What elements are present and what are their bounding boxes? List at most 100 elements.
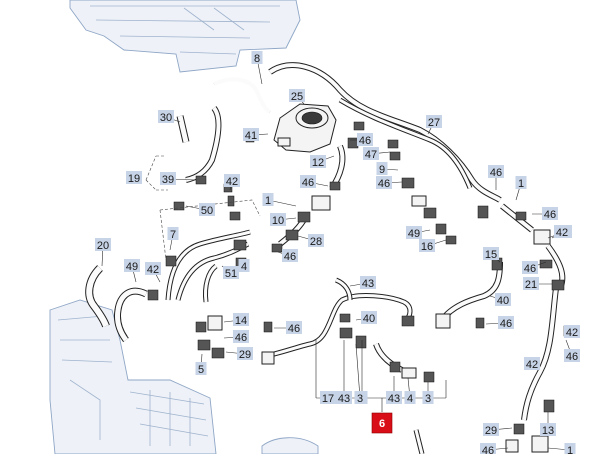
part-label-bg <box>480 443 496 454</box>
part-label-bg <box>376 162 388 175</box>
part-number-label[interactable]: 5 <box>198 364 204 376</box>
part-label-bg <box>554 225 570 238</box>
part-label-bg <box>419 239 435 252</box>
part-label-bg <box>542 207 558 220</box>
part-number-label[interactable]: 50 <box>201 205 213 217</box>
part-number-label[interactable]: 17 <box>322 393 334 405</box>
part-number-label[interactable]: 41 <box>245 130 257 142</box>
part-number-label[interactable]: 19 <box>128 173 140 185</box>
part-label-bg <box>243 128 259 141</box>
part-label-bg <box>523 277 539 290</box>
part-label-bg <box>564 349 580 362</box>
part-label-bg <box>282 249 298 262</box>
part-number-label[interactable]: 46 <box>490 167 502 179</box>
part-label-bg <box>354 391 366 404</box>
part-label-bg <box>564 443 576 454</box>
part-number-label[interactable]: 4 <box>407 393 413 405</box>
part-number-label[interactable]: 10 <box>272 215 284 227</box>
part-number-label[interactable]: 46 <box>500 318 512 330</box>
part-number-label[interactable]: 7 <box>170 229 176 241</box>
part-label-bg <box>320 391 336 404</box>
part-number-label[interactable]: 21 <box>525 279 537 291</box>
part-number-label[interactable]: 43 <box>338 393 350 405</box>
part-label-bg <box>357 133 373 146</box>
part-number-label[interactable]: 51 <box>225 268 237 280</box>
part-number-label[interactable]: 47 <box>365 149 377 161</box>
part-number-label[interactable]: 39 <box>162 174 174 186</box>
part-number-label[interactable]: 46 <box>288 323 300 335</box>
part-number-label[interactable]: 4 <box>241 261 247 273</box>
part-number-label[interactable]: 46 <box>566 351 578 363</box>
part-label-bg <box>286 321 302 334</box>
part-number-label[interactable]: 49 <box>126 261 138 273</box>
part-number-label[interactable]: 29 <box>485 425 497 437</box>
part-label-bg <box>238 259 250 272</box>
part-number-label[interactable]: 46 <box>524 263 536 275</box>
part-number-label[interactable]: 43 <box>362 278 374 290</box>
part-label-bg <box>262 193 274 206</box>
part-number-label[interactable]: 3 <box>425 393 431 405</box>
part-number-label[interactable]: 27 <box>428 117 440 129</box>
part-label-bg <box>522 261 538 274</box>
part-label-bg <box>126 171 142 184</box>
part-number-label[interactable]: 46 <box>359 135 371 147</box>
part-number-label[interactable]: 9 <box>379 164 385 176</box>
grouping-lines <box>145 155 447 412</box>
part-label-bg <box>95 238 111 251</box>
part-label-bg <box>195 362 207 375</box>
part-number-label[interactable]: 40 <box>363 313 375 325</box>
part-label-bg <box>406 226 422 239</box>
part-number-label[interactable]: 43 <box>388 393 400 405</box>
part-number-label[interactable]: 46 <box>544 209 556 221</box>
part-number-label[interactable]: 1 <box>567 445 573 454</box>
part-number-label[interactable]: 42 <box>526 359 538 371</box>
part-number-label[interactable]: 29 <box>239 349 251 361</box>
part-number-label[interactable]: 16 <box>421 241 433 253</box>
part-number-label[interactable]: 30 <box>160 112 172 124</box>
part-label-bg <box>233 313 249 326</box>
part-number-label[interactable]: 42 <box>147 264 159 276</box>
part-number-label[interactable]: 3 <box>357 393 363 405</box>
part-label-bg <box>564 325 580 338</box>
part-label-bg <box>199 203 215 216</box>
part-number-label[interactable]: 46 <box>302 177 314 189</box>
part-number-label[interactable]: 28 <box>310 236 322 248</box>
part-number-label[interactable]: 42 <box>556 227 568 239</box>
part-number-label[interactable]: 14 <box>235 315 247 327</box>
highlighted-part-badge[interactable] <box>371 412 393 434</box>
part-label-bg <box>237 347 253 360</box>
part-number-label[interactable]: 15 <box>485 249 497 261</box>
part-number-label[interactable]: 42 <box>226 176 238 188</box>
part-label-bg <box>224 174 240 187</box>
oil-pan <box>49 299 217 454</box>
highlighted-part-number[interactable]: 6 <box>379 418 385 430</box>
part-number-label[interactable]: 1 <box>518 178 524 190</box>
part-label-bg <box>308 234 324 247</box>
part-label-bg <box>498 316 514 329</box>
part-number-label[interactable]: 46 <box>482 445 494 454</box>
part-number-label[interactable]: 46 <box>378 178 390 190</box>
part-number-label[interactable]: 25 <box>291 91 303 103</box>
part-number-label[interactable]: 46 <box>235 332 247 344</box>
part-label-bg <box>167 227 179 240</box>
part-label-bg <box>160 172 176 185</box>
part-number-label[interactable]: 12 <box>312 157 324 169</box>
part-label-bg <box>251 51 263 64</box>
part-label-bg <box>124 259 140 272</box>
part-number-label[interactable]: 1 <box>265 195 271 207</box>
part-label-bg <box>515 176 527 189</box>
part-number-label[interactable]: 42 <box>566 327 578 339</box>
part-number-label[interactable]: 46 <box>284 251 296 263</box>
part-number-label[interactable]: 13 <box>542 425 554 437</box>
part-number-label[interactable]: 40 <box>497 295 509 307</box>
part-label-bg <box>426 115 442 128</box>
part-label-bg <box>360 276 376 289</box>
part-number-label[interactable]: 49 <box>408 228 420 240</box>
part-label-bg <box>363 147 379 160</box>
part-number-label[interactable]: 8 <box>254 53 260 65</box>
part-number-label[interactable]: 20 <box>97 240 109 252</box>
part-label-bg <box>310 155 326 168</box>
part-label-bg <box>404 391 416 404</box>
part-label-bg <box>158 110 174 123</box>
